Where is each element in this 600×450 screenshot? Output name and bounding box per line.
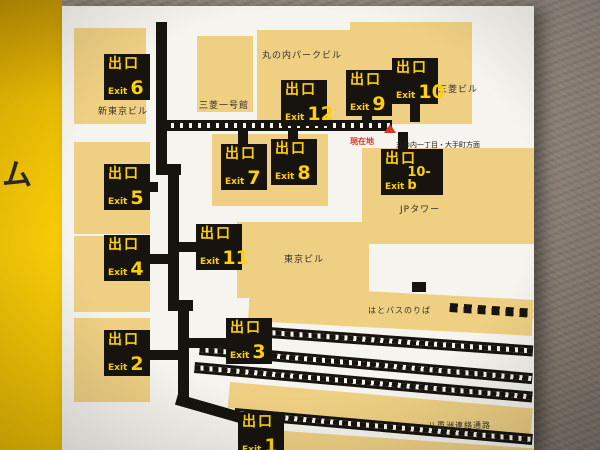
building-label-tokyo-bldg: 東京ビル <box>284 255 325 265</box>
current-location-label: 現在地 <box>350 137 374 146</box>
exit-number: 7 <box>247 167 261 189</box>
current-location-marker-icon <box>384 124 396 133</box>
exit-en-label: Exit <box>275 172 295 182</box>
exit-jp-label: 出口 <box>225 146 257 162</box>
exit-jp-label: 出口 <box>385 151 417 167</box>
exit-number: 5 <box>130 187 144 209</box>
building-block-ichigokan <box>197 36 253 112</box>
exit-en-label: Exit <box>285 113 305 123</box>
building-label-jp-tower: JPタワー <box>400 205 441 215</box>
exit-en-label: Exit <box>108 268 128 278</box>
exit-number: 4 <box>130 258 144 280</box>
stub-exit-9 <box>362 112 372 122</box>
exit-jp-label: 出口 <box>108 332 140 348</box>
stub-exit-2 <box>148 350 182 360</box>
exit-jp-label: 出口 <box>108 56 140 72</box>
exit-jp-label: 出口 <box>285 82 317 98</box>
exit-number: 12 <box>307 103 334 125</box>
structure-block <box>412 282 426 292</box>
exit-en-label: Exit <box>108 87 128 97</box>
stub-exit-4 <box>148 254 170 264</box>
stub-exit-7 <box>238 130 248 146</box>
exit-number: 6 <box>130 77 144 99</box>
stub-exit-11 <box>176 242 198 252</box>
exit-number: 2 <box>130 353 144 375</box>
exit-jp-label: 出口 <box>108 166 140 182</box>
exit-en-label: Exit <box>230 351 250 361</box>
exit-en-label: Exit <box>108 363 128 373</box>
exit-en-label: Exit <box>242 445 262 450</box>
direction-sign-label: 丸の内一丁目・大手町方面 <box>396 141 480 149</box>
exit-en-label: Exit <box>108 197 128 207</box>
building-label-hato-bus: はとバスのりば <box>368 306 431 315</box>
building-label-ichigokan: 三菱一号館 <box>199 101 250 111</box>
stub-exit-3 <box>187 338 229 348</box>
exit-en-label: Exit <box>385 182 405 192</box>
exit-en-label: Exit <box>396 91 416 101</box>
yellow-sign-strip: ム <box>0 0 62 450</box>
building-label-yaesu-passage: 八重洲連絡通路 <box>428 421 491 430</box>
exit-jp-label: 出口 <box>396 60 428 76</box>
exit-number: 1 <box>264 435 278 450</box>
exit-jp-label: 出口 <box>350 72 382 88</box>
exit-number: 8 <box>297 162 311 184</box>
exit-en-label: Exit <box>200 257 220 267</box>
exit-jp-label: 出口 <box>230 320 262 336</box>
exit-number: 9 <box>372 93 386 115</box>
exit-en-label: Exit <box>225 177 245 187</box>
exit-number: 11 <box>222 247 249 269</box>
building-label-mitsubishi: 三菱ビル <box>438 85 479 95</box>
exit-number: 10-b <box>407 165 431 193</box>
exit-jp-label: 出口 <box>242 414 274 430</box>
exit-en-label: Exit <box>350 103 370 113</box>
building-label-shin-tokyo: 新東京ビル <box>98 107 149 117</box>
exit-jp-label: 出口 <box>108 237 140 253</box>
passage-segment-3 <box>178 300 189 400</box>
exit-number: 10 <box>418 81 445 103</box>
passage-segment-1 <box>156 22 167 174</box>
partial-sign-text: ム <box>2 158 32 193</box>
stub-exit-10 <box>410 100 420 122</box>
stub-exit-5 <box>148 182 158 192</box>
passage-segment-2 <box>168 164 179 310</box>
exit-jp-label: 出口 <box>200 226 232 242</box>
building-label-marunouchi-park: 丸の内パークビル <box>262 51 343 61</box>
exit-jp-label: 出口 <box>275 141 307 157</box>
exit-number: 3 <box>252 341 266 363</box>
railway-track-top <box>156 120 392 131</box>
stub-exit-8 <box>288 130 298 142</box>
stub-exit-10b <box>398 132 408 150</box>
